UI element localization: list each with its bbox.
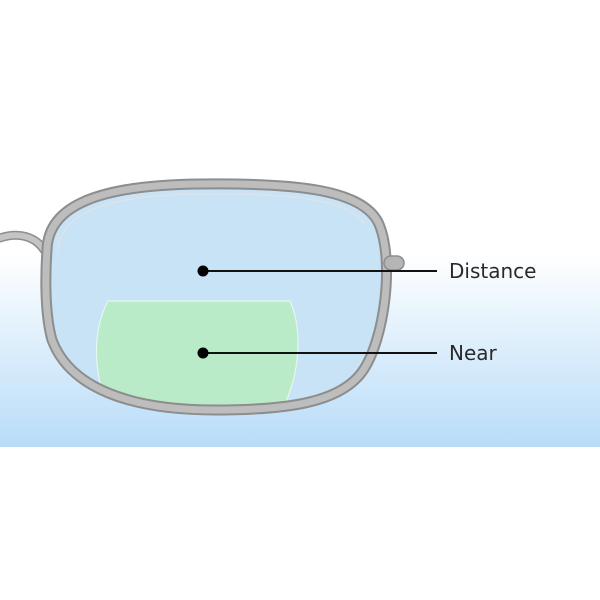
near-zone-group: [95, 300, 299, 410]
near-marker: [197, 347, 209, 359]
temple-arm: [0, 232, 47, 253]
hinge-knob: [383, 255, 405, 271]
distance-marker: [197, 265, 209, 277]
frame-rim: [42, 180, 390, 414]
near-zone: [95, 300, 299, 410]
near-label: Near: [449, 341, 497, 365]
frame-highlight: [57, 193, 367, 253]
distance-label: Distance: [449, 259, 537, 283]
